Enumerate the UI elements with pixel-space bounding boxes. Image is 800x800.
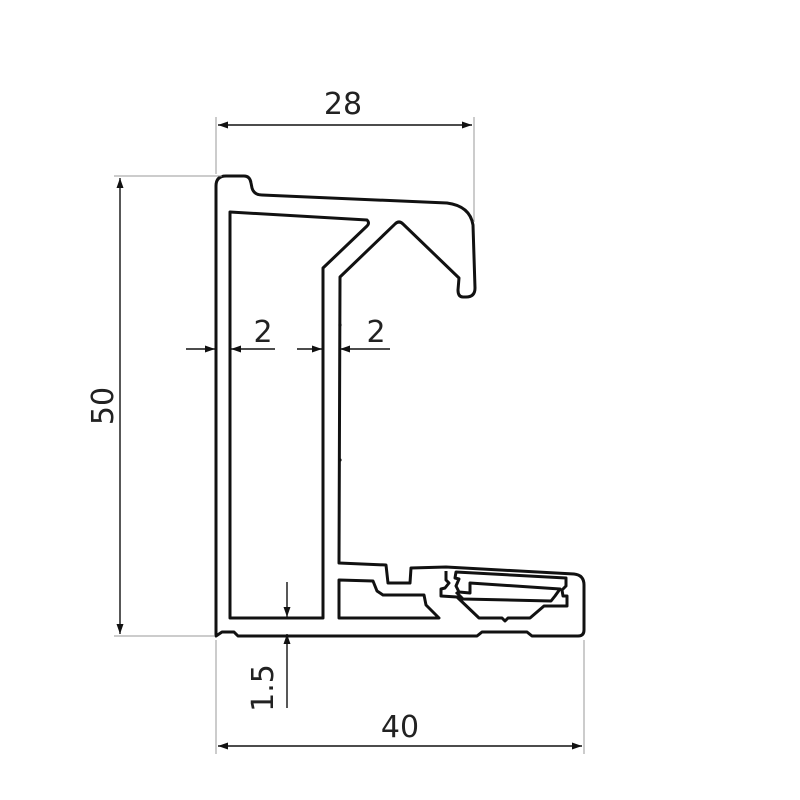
dimension-label-height: 50 — [86, 387, 121, 425]
left-cavity — [228, 210, 370, 620]
wall-mark — [338, 458, 342, 462]
rail-pocket — [439, 570, 569, 623]
dimension-bottom-width: 40 — [215, 640, 585, 754]
profile-outline — [214, 174, 586, 638]
wall-mark — [338, 323, 342, 327]
lower-cavity — [337, 578, 441, 620]
dimension-height: 50 — [86, 175, 222, 637]
dimension-top-width: 28 — [215, 87, 475, 222]
dimension-base-thickness: 1.5 — [246, 582, 291, 712]
dimension-label-top-width: 28 — [324, 87, 362, 122]
dimension-wall-right: 2 — [297, 315, 390, 353]
dimension-label-base-thickness: 1.5 — [246, 664, 281, 712]
dimension-label-bottom-width: 40 — [381, 710, 419, 745]
dimension-label-wall-right: 2 — [366, 315, 385, 350]
dimension-label-wall-left: 2 — [253, 315, 272, 350]
dimension-wall-left: 2 — [186, 315, 275, 353]
